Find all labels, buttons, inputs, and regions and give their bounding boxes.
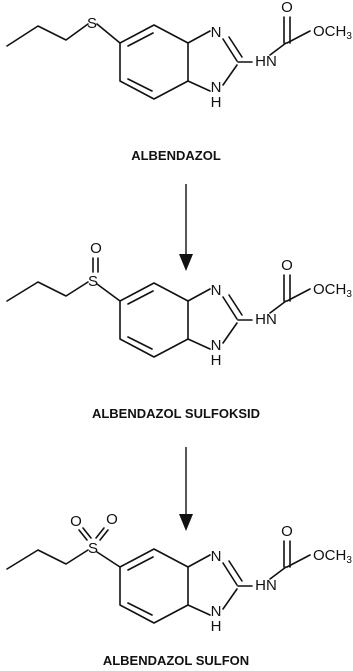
compound-albendazol-sulfoksid: O S N N H HN O OCH3 xyxy=(6,240,352,369)
sulfone-oxygen-left: O xyxy=(70,513,82,530)
sulfur-atom: S xyxy=(88,273,98,290)
amine-hydrogen: H xyxy=(211,94,222,111)
methoxy-group: OCH3 xyxy=(313,547,352,566)
compound-name-albendazol-sulfon: ALBENDAZOL SULFON xyxy=(103,653,249,668)
methoxy-group: OCH3 xyxy=(313,23,352,42)
sulfur-atom: S xyxy=(87,15,97,32)
carbamate-nh: HN xyxy=(255,311,277,328)
amine-nitrogen: N xyxy=(211,79,222,96)
sulfone-oxygen-right: O xyxy=(106,511,118,528)
carbonyl-oxygen: O xyxy=(281,257,293,274)
sulfoxide-oxygen: O xyxy=(90,240,102,257)
amine-nitrogen: N xyxy=(211,603,222,620)
compound-albendazol: S N N H HN O OCH3 xyxy=(6,0,352,111)
amine-hydrogen: H xyxy=(211,618,222,635)
imine-nitrogen: N xyxy=(211,548,222,565)
sulfur-atom: S xyxy=(88,540,98,557)
imine-nitrogen: N xyxy=(211,24,222,41)
reaction-arrow-2 xyxy=(179,447,193,531)
carbonyl-oxygen: O xyxy=(281,0,293,16)
compound-albendazol-sulfon: O O S N N H HN O OCH3 xyxy=(6,511,352,635)
amine-nitrogen: N xyxy=(211,337,222,354)
carbonyl-oxygen: O xyxy=(281,523,293,540)
reaction-arrow-1 xyxy=(179,184,193,271)
methoxy-group: OCH3 xyxy=(313,281,352,300)
amine-hydrogen: H xyxy=(211,352,222,369)
carbamate-nh: HN xyxy=(255,53,277,70)
carbamate-nh: HN xyxy=(255,577,277,594)
imine-nitrogen: N xyxy=(211,282,222,299)
compound-name-albendazol-sulfoksid: ALBENDAZOL SULFOKSID xyxy=(92,406,260,421)
compound-name-albendazol: ALBENDAZOL xyxy=(131,148,221,163)
